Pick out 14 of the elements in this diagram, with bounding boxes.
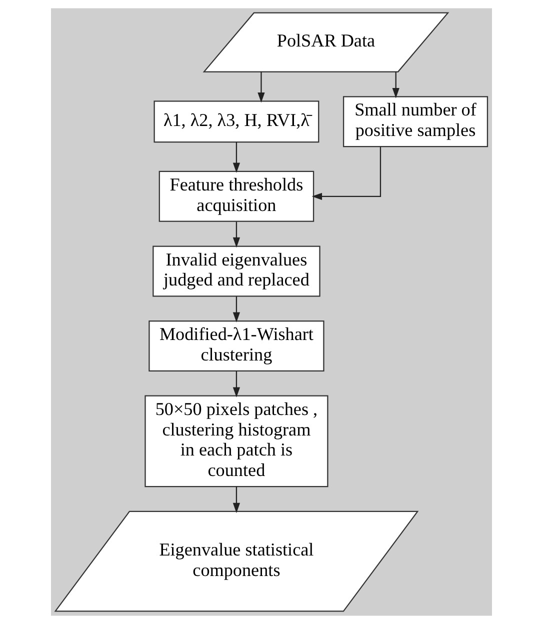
arrow	[232, 486, 240, 514]
node-box: Modified-λ1-Wishart clustering	[148, 320, 324, 372]
arrow	[257, 72, 264, 103]
arrow	[232, 296, 240, 322]
node-box: λ1, λ2, λ3, H, RVI,λ̄	[153, 100, 319, 143]
node-box: Small number of positive samples	[342, 96, 488, 148]
arrow	[392, 72, 399, 98]
node-box: Invalid eigenvalues judged and replaced	[152, 246, 320, 297]
arrow	[232, 371, 240, 398]
arrow	[311, 146, 381, 200]
arrow	[232, 222, 240, 248]
node-box: Feature thresholds acquisition	[158, 170, 314, 222]
node-box: 50×50 pixels patches , clustering histogram in each patch is counted	[144, 395, 328, 488]
arrow	[232, 142, 240, 173]
